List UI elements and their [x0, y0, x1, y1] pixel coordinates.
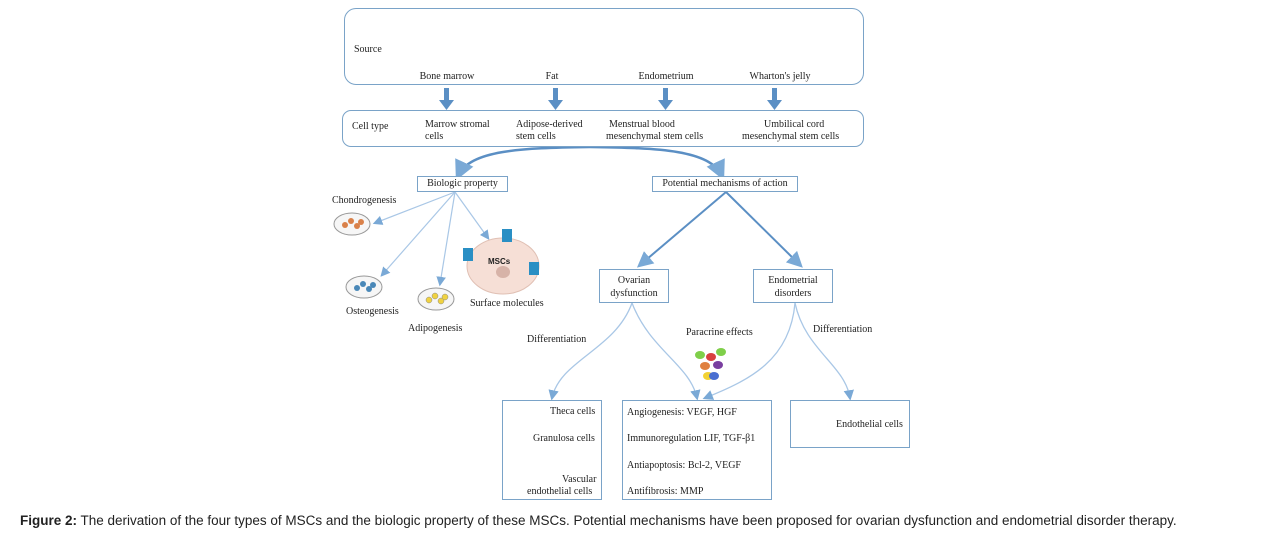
effect-antifibrosis: Antifibrosis: MMP	[627, 486, 704, 497]
endometrial-line-2: disorders	[774, 288, 812, 299]
ovarian-line-2: dysfunction	[610, 288, 658, 299]
ovarian-line-1: Ovarian	[617, 275, 651, 286]
effect-immunoregulation: Immunoregulation LIF, TGF-β1	[627, 433, 756, 444]
chondrogenesis-dish	[333, 212, 371, 236]
effect-antiapoptosis: Antiapoptosis: Bcl-2, VEGF	[627, 460, 741, 471]
ovarian-dysfunction-box	[599, 269, 669, 303]
differentiation-left-label: Differentiation	[527, 334, 587, 345]
source-label: Source	[354, 44, 382, 55]
differentiation-arrows	[548, 302, 854, 401]
source-fat: Fat	[545, 71, 559, 82]
endothelial-cells-label: Endothelial cells	[836, 419, 903, 430]
source-whartons-jelly: Wharton's jelly	[749, 71, 811, 82]
figure-caption-label: Figure 2:	[20, 513, 78, 528]
differentiation-right-label: Differentiation	[813, 324, 873, 335]
vascular-line-2: endothelial cells	[527, 486, 593, 497]
granulosa-cells-label: Granulosa cells	[533, 433, 595, 444]
osteogenesis-dish	[345, 275, 383, 299]
biologic-property-title: Biologic property	[427, 178, 498, 189]
msc-cell-illustration	[463, 229, 540, 295]
paracrine-effects-box	[622, 400, 772, 500]
split-arrow-right	[589, 145, 725, 181]
celltype-umbilical-1: Umbilical cord	[764, 119, 825, 130]
endometrial-line-1: Endometrial	[768, 275, 818, 286]
theca-cells-label: Theca cells	[550, 406, 596, 417]
ovarian-cells-box	[502, 400, 602, 500]
paracrine-effects-label: Paracrine effects	[686, 327, 753, 338]
source-endometrium: Endometrium	[638, 71, 694, 82]
vascular-line-1: Vascular	[562, 474, 597, 485]
effect-angiogenesis: Angiogenesis: VEGF, HGF	[627, 407, 737, 418]
mechanisms-title: Potential mechanisms of action	[662, 178, 788, 189]
source-panel	[344, 8, 864, 85]
celltype-menstrual-2: mesenchymal stem cells	[606, 131, 704, 142]
celltype-umbilical-2: mesenchymal stem cells	[742, 131, 840, 142]
figure-caption-text: The derivation of the four types of MSCs…	[77, 513, 1177, 528]
celltype-adipose-1: Adipose-derived	[516, 119, 583, 130]
figure-caption: Figure 2: The derivation of the four typ…	[20, 513, 1242, 529]
chondrogenesis-label: Chondrogenesis	[332, 195, 397, 206]
paracrine-dots	[695, 348, 726, 380]
celltype-label: Cell type	[352, 121, 389, 132]
celltype-panel	[342, 110, 864, 147]
celltype-menstrual-1: Menstrual blood	[609, 119, 675, 130]
osteogenesis-label: Osteogenesis	[346, 306, 399, 317]
surface-molecules-label: Surface molecules	[470, 298, 544, 309]
endometrial-disorders-box	[753, 269, 833, 303]
biologic-property-box	[417, 176, 508, 192]
source-arrows	[439, 88, 782, 110]
endothelial-cells-box	[790, 400, 910, 448]
celltype-adipose-2: stem cells	[516, 131, 556, 142]
adipogenesis-label: Adipogenesis	[408, 323, 463, 334]
biologic-arrows	[372, 191, 490, 287]
celltype-marrow-1: Marrow stromal	[425, 119, 490, 130]
split-arrow-left	[455, 145, 591, 181]
mechanism-arrows	[636, 191, 803, 268]
source-bone-marrow: Bone marrow	[419, 71, 475, 82]
mechanisms-box	[652, 176, 798, 192]
adipogenesis-dish	[417, 287, 455, 311]
celltype-marrow-2: cells	[425, 131, 444, 142]
mscs-label: MSCs	[488, 257, 511, 266]
